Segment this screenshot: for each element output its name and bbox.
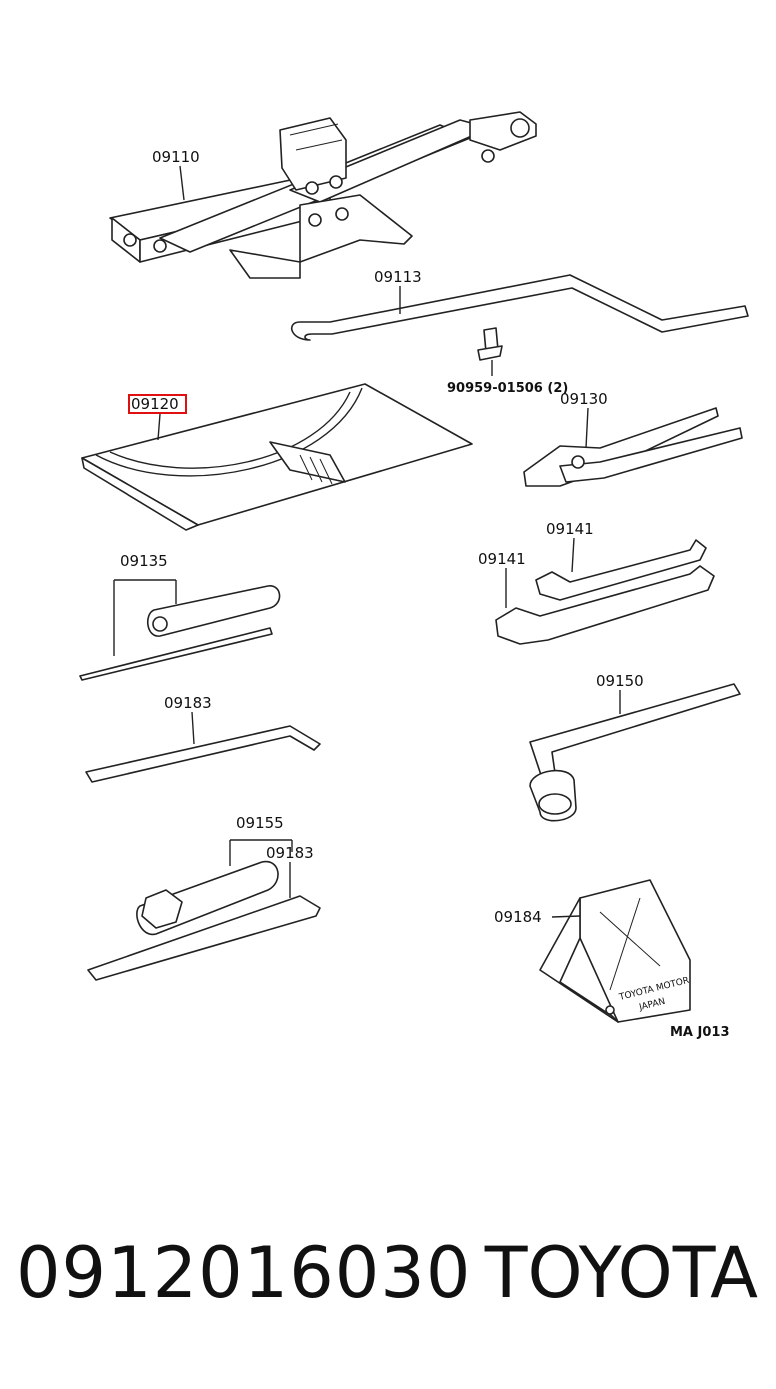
callout-tire-lever-a: 09183 [164,694,212,712]
callout-lug-wrench: 09150 [596,672,644,690]
callout-wheel-chock: 09184 [494,908,542,926]
callout-tool-bag: 09120 [131,395,179,413]
leader-socket-wrench [229,839,293,866]
callout-socket-wrench: 09155 [236,814,284,832]
open-end-wrench-lower [495,565,715,645]
leader-pliers [585,407,589,449]
screwdriver [79,585,281,681]
diagram-code: MA J013 [670,1025,730,1040]
leader-tool-bag [157,413,161,441]
tool-bag-callout-highlight [128,394,187,414]
bolt [477,327,503,361]
callout-tire-lever-b: 09183 [266,844,314,862]
wheel-chock: TOYOTA MOTOR JAPAN [539,879,691,1023]
jack-handle [290,274,749,341]
tire-lever-upper [85,725,321,783]
tire-lever-lower [87,895,321,981]
parts-diagram: 09110 09113 90959-01506 (2) 09120 09130 … [79,111,749,1040]
callout-bolt: 90959-01506 (2) [447,381,568,396]
leader-wrench-a [571,537,575,573]
callout-wrench-b: 09141 [478,550,526,568]
callout-wrench-a: 09141 [546,520,594,538]
callout-jack: 09110 [152,148,200,166]
part-number: 0912016030 [16,1232,472,1314]
leader-tire-lever-a [191,711,195,745]
leader-jack [179,165,185,201]
callout-jack-handle: 09113 [374,268,422,286]
socket-wrench [136,860,279,935]
tool-bag [81,383,473,531]
callout-screwdriver: 09135 [120,552,168,570]
footer: 0912016030 TOYOTA [0,1232,776,1342]
lug-wrench [529,683,741,822]
open-end-wrench-upper [535,539,707,601]
leader-wheel-chock [551,915,581,918]
leader-screwdriver [113,579,177,656]
pliers [523,407,743,487]
callout-pliers: 09130 [560,390,608,408]
brand-name: TOYOTA [484,1232,758,1314]
scissor-jack [109,111,537,279]
